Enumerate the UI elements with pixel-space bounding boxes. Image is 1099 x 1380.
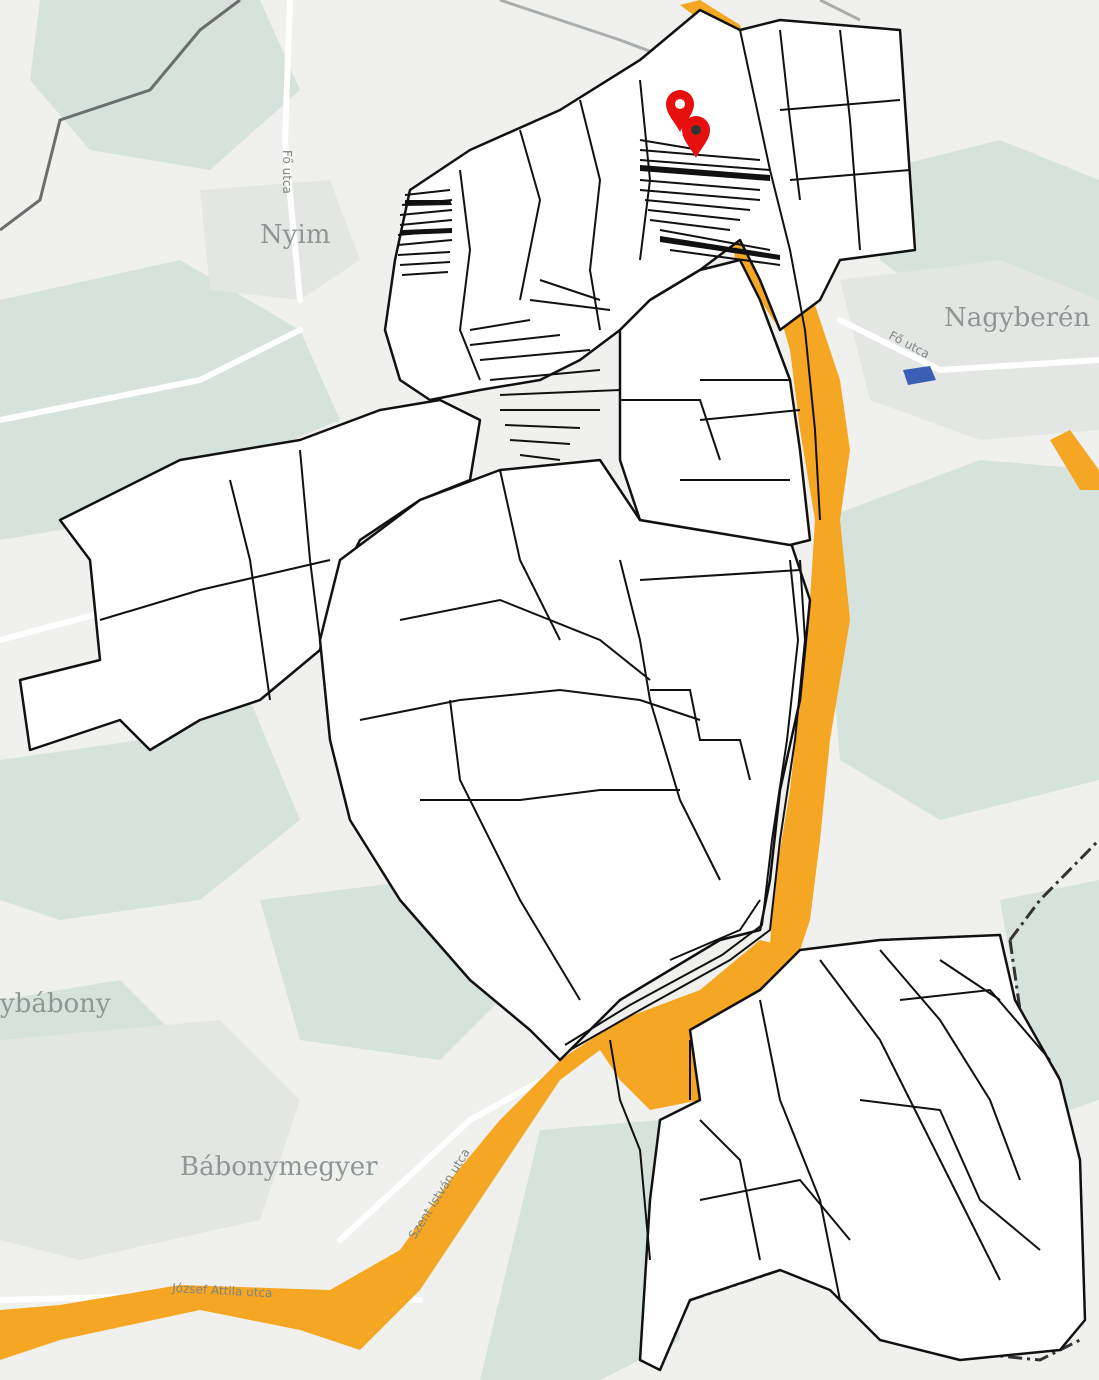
place-label-nagybereny: Nagyberén: [944, 303, 1090, 333]
location-pin-2[interactable]: [682, 116, 710, 158]
pin-center: [691, 125, 701, 135]
parcel-subdivisions: [99, 29, 1051, 1301]
parcel-north: [383, 8, 917, 402]
parcel-south: [638, 933, 1087, 1372]
place-label-ybabony: ybábony: [0, 989, 111, 1019]
map-pin-icon: [666, 90, 694, 132]
pin-center: [675, 99, 685, 109]
parcel-layer: [18, 8, 1087, 1372]
dense-parcel-blocks: [402, 165, 780, 260]
water-body: [903, 366, 936, 385]
place-label-nyim: Nyim: [260, 220, 330, 250]
place-label-babonymegyer: Bábonymegyer: [180, 1152, 378, 1182]
street-label-jozsef-attila: József Attila utca: [171, 1281, 273, 1300]
admin-boundary: [0, 0, 241, 232]
map-pin-icon: [682, 116, 710, 158]
parcel-east-core: [618, 258, 812, 547]
main-road: [564, 29, 821, 1261]
settlement-layer: [0, 180, 1099, 1260]
street-label-fo-utca-north: Fő utca: [280, 150, 294, 194]
location-pin-1[interactable]: [666, 90, 694, 132]
